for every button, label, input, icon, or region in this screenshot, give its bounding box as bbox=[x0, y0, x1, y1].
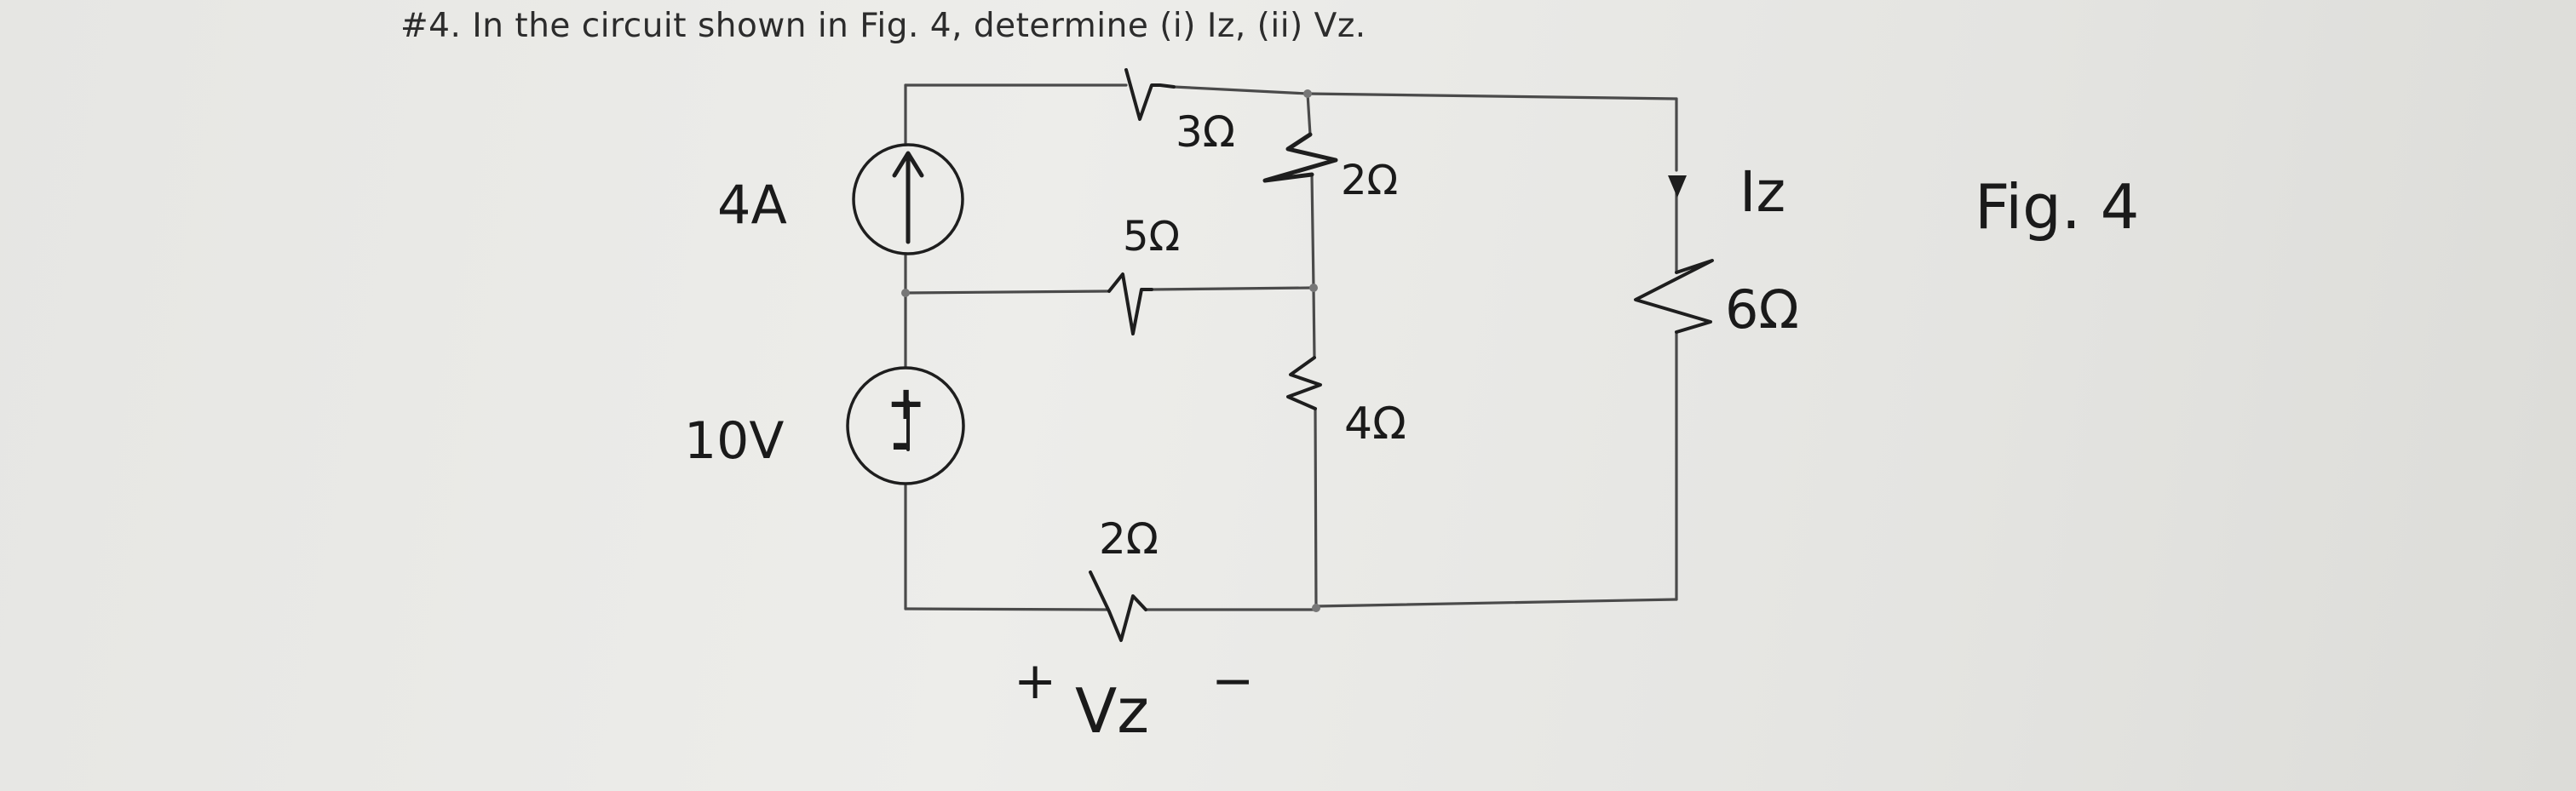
resistor-2-ohm-bottom-label: 2Ω bbox=[1099, 514, 1159, 564]
voltage-vz-plus: + bbox=[1014, 651, 1056, 711]
resistor-2-ohm-bottom-symbol bbox=[1089, 570, 1147, 642]
resistor-3-ohm-label: 3Ω bbox=[1176, 107, 1235, 157]
wire-top-far bbox=[1306, 92, 1678, 100]
wire-bottom-left bbox=[904, 607, 1109, 611]
resistor-5-ohm-label: 5Ω bbox=[1123, 213, 1180, 261]
resistor-3-ohm: 3Ω bbox=[1124, 68, 1235, 157]
voltage-vz-minus: − bbox=[1211, 651, 1254, 711]
current-source-arrow-up-icon bbox=[892, 151, 924, 244]
node-bottom-center bbox=[1312, 604, 1320, 612]
resistor-2-ohm-upper: 2Ω bbox=[1262, 132, 1398, 204]
current-source-4a: 4A bbox=[717, 143, 964, 255]
resistor-4-ohm: 4Ω bbox=[1286, 356, 1406, 450]
current-source-circle bbox=[852, 143, 964, 255]
voltage-source-plus: + bbox=[887, 376, 925, 430]
resistor-4-ohm-symbol bbox=[1286, 356, 1322, 410]
voltage-source-icon: + - bbox=[887, 376, 925, 471]
wire-top-right bbox=[1172, 85, 1309, 95]
node-mid-left bbox=[901, 289, 910, 297]
circuit-wires bbox=[904, 83, 1678, 611]
resistor-3-ohm-symbol bbox=[1124, 68, 1176, 121]
circuit-nodes bbox=[901, 89, 1320, 612]
wire-center-bottom bbox=[1314, 407, 1318, 611]
voltage-source-10v: + - 10V bbox=[684, 366, 965, 485]
current-iz-label: Iz bbox=[1739, 159, 1785, 225]
voltage-source-circle bbox=[846, 366, 965, 485]
wire-mid-right bbox=[1150, 286, 1314, 291]
voltage-source-label: 10V bbox=[684, 411, 784, 471]
voltage-source-minus: - bbox=[891, 417, 910, 471]
resistor-2-ohm-bottom: 2Ω bbox=[1089, 514, 1159, 642]
resistor-6-ohm: 6Ω bbox=[1634, 259, 1799, 341]
resistor-4-ohm-label: 4Ω bbox=[1344, 398, 1406, 450]
figure-label: Fig. 4 bbox=[1975, 171, 2139, 243]
node-top-center bbox=[1303, 89, 1312, 98]
current-source-label: 4A bbox=[717, 174, 787, 236]
wire-center-top bbox=[1306, 92, 1312, 136]
resistor-2-ohm-upper-label: 2Ω bbox=[1341, 157, 1398, 204]
resistor-6-ohm-symbol bbox=[1634, 259, 1714, 334]
resistor-5-ohm: 5Ω bbox=[1107, 213, 1180, 335]
current-arrow-down-icon bbox=[1668, 175, 1687, 198]
resistor-5-ohm-symbol bbox=[1107, 272, 1153, 335]
problem-statement: #4. In the circuit shown in Fig. 4, dete… bbox=[400, 7, 1366, 45]
wire-mid-left bbox=[904, 289, 1111, 295]
current-iz-annotation: Iz bbox=[1668, 159, 1785, 225]
voltage-vz-annotation: + Vz − bbox=[1014, 651, 1254, 747]
resistor-2-ohm-upper-symbol bbox=[1262, 132, 1338, 183]
wire-center-upper bbox=[1310, 173, 1315, 289]
node-mid-center bbox=[1309, 284, 1318, 292]
voltage-vz-label: Vz bbox=[1075, 675, 1149, 747]
wire-bottom-right bbox=[1314, 598, 1678, 608]
resistor-6-ohm-label: 6Ω bbox=[1725, 278, 1799, 341]
